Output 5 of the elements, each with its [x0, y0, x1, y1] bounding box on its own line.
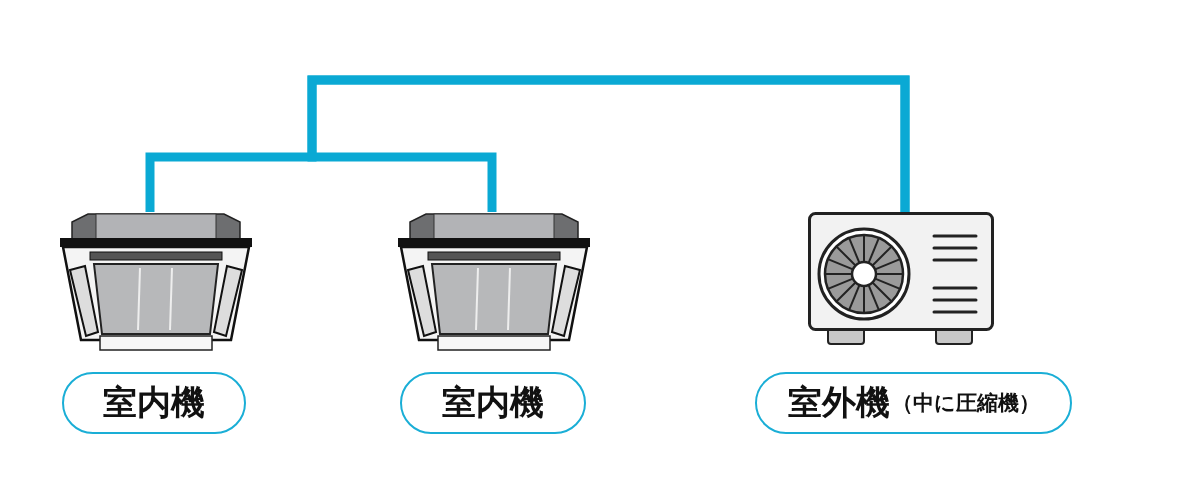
unit-label: 室内機	[103, 381, 205, 424]
unit-label: 室内機	[442, 381, 544, 424]
unit-label: 室外機	[787, 381, 890, 424]
pipe-line	[307, 75, 910, 212]
unit-note: （中に圧縮機）	[891, 390, 1040, 417]
